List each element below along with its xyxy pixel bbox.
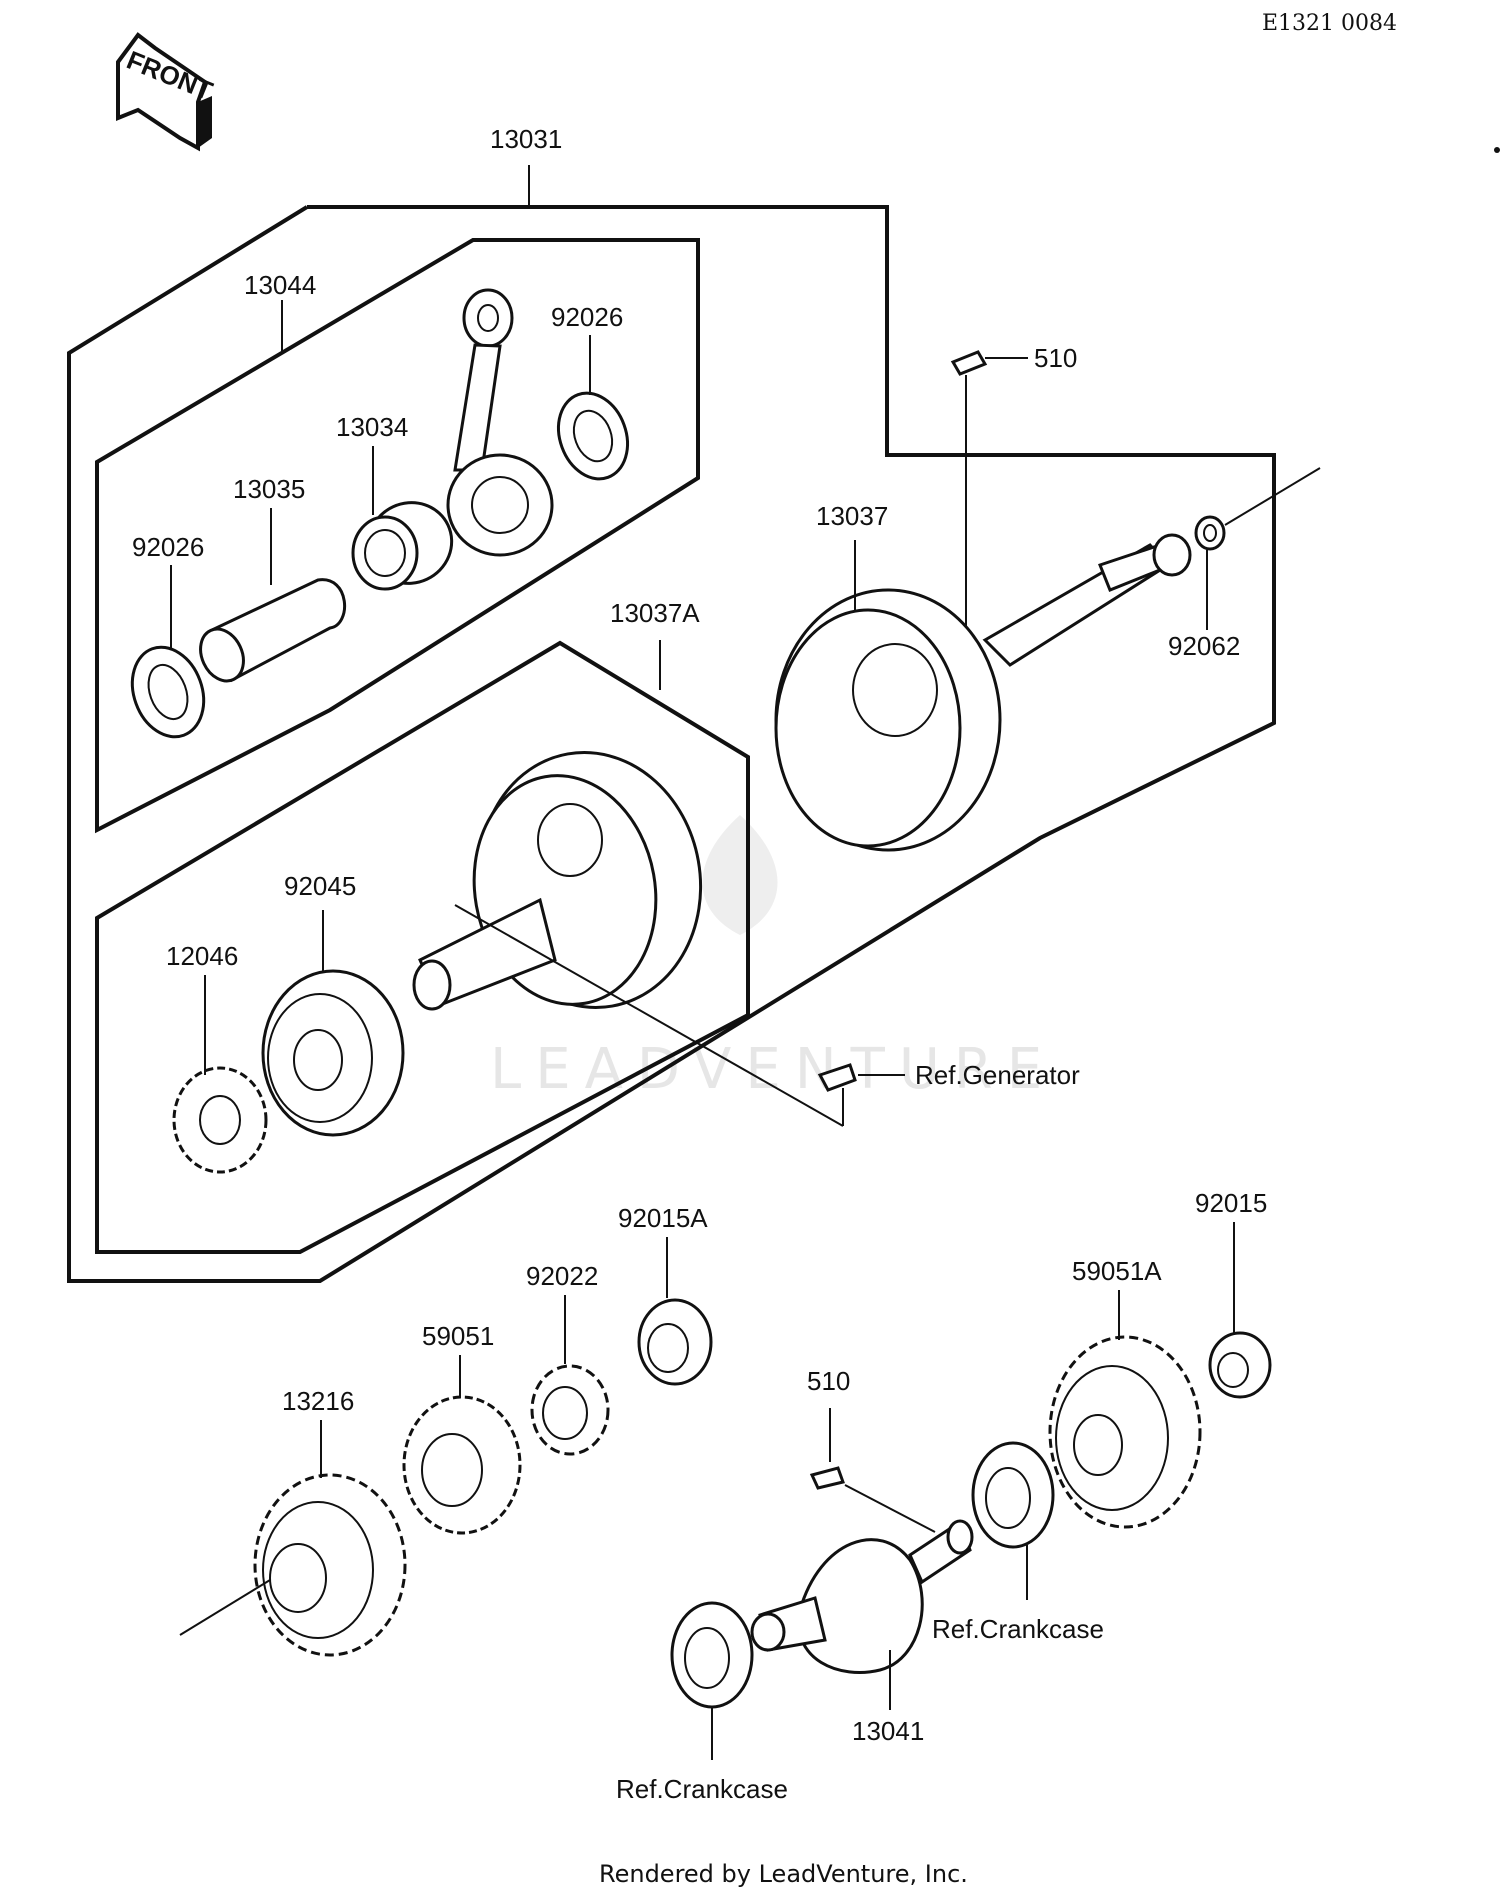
assembly-outline-13031 — [67, 205, 1276, 1283]
label-ref-crankcase-lower: Ref.Crankcase — [616, 1774, 788, 1804]
label-510-upper: 510 — [1034, 343, 1077, 373]
woodruff-key-510-upper — [950, 350, 988, 376]
label-12046: 12046 — [166, 941, 238, 971]
label-13031: 13031 — [490, 124, 562, 154]
ball-bearing-92045 — [261, 969, 405, 1137]
sprocket-12046 — [172, 1066, 268, 1174]
label-13037: 13037 — [816, 501, 888, 531]
label-92045: 92045 — [284, 871, 356, 901]
label-ref-generator: Ref.Generator — [915, 1060, 1080, 1090]
label-510-lower: 510 — [807, 1366, 850, 1396]
nut-92015 — [1208, 1331, 1272, 1399]
label-13037A: 13037A — [610, 598, 700, 628]
plug-92062 — [1194, 515, 1226, 551]
label-92022: 92022 — [526, 1261, 598, 1291]
label-92015A: 92015A — [618, 1203, 708, 1233]
lock-washer-92022 — [530, 1364, 610, 1456]
watermark: LEADVENTURE — [490, 815, 1056, 1102]
label-92015: 92015 — [1195, 1188, 1267, 1218]
label-13035: 13035 — [233, 474, 305, 504]
page-dot — [1494, 147, 1500, 153]
label-92062: 92062 — [1168, 631, 1240, 661]
crank-half-13037A — [412, 751, 703, 1011]
leader-92062-arrow — [1224, 467, 1321, 526]
diagram-code: E1321 0084 — [1262, 11, 1397, 36]
bearing-ref-crankcase-lower — [670, 1601, 754, 1709]
washer-92026-lower — [130, 645, 206, 739]
assembly-outline-13044 — [95, 238, 700, 834]
assembly-outline-13037A — [95, 640, 750, 1254]
footer-credit: Rendered by LeadVenture, Inc. — [599, 1860, 968, 1888]
label-13041: 13041 — [852, 1716, 924, 1746]
leader-13037A-key — [454, 904, 844, 1127]
label-13216: 13216 — [282, 1386, 354, 1416]
label-59051A: 59051A — [1072, 1256, 1162, 1286]
label-59051: 59051 — [422, 1321, 494, 1351]
label-ref-crankcase-upper: Ref.Crankcase — [932, 1614, 1104, 1644]
label-13034: 13034 — [336, 412, 408, 442]
gear-13216 — [253, 1473, 407, 1657]
woodruff-key-generator — [817, 1063, 857, 1092]
leader-510-lower-shaft — [844, 1484, 936, 1533]
leader-13216-arrow — [179, 1579, 271, 1636]
nut-92015A — [637, 1298, 713, 1386]
bearing-ref-crankcase-upper — [971, 1441, 1055, 1549]
crank-half-13037 — [774, 533, 1192, 852]
gear-59051A — [1048, 1335, 1202, 1529]
woodruff-key-510-lower — [809, 1466, 845, 1490]
front-arrow-icon: FRONT — [116, 32, 217, 152]
connecting-rod — [446, 288, 554, 557]
crank-pin-13035 — [199, 578, 347, 683]
gear-59051 — [402, 1395, 522, 1535]
label-92026-lower: 92026 — [132, 532, 204, 562]
label-92026-upper: 92026 — [551, 302, 623, 332]
label-13044: 13044 — [244, 270, 316, 300]
needle-bearing-13034 — [351, 501, 454, 591]
washer-92026-upper — [557, 391, 629, 481]
watermark-text: LEADVENTURE — [490, 1037, 1056, 1102]
balancer-shaft-13041 — [750, 1519, 974, 1674]
